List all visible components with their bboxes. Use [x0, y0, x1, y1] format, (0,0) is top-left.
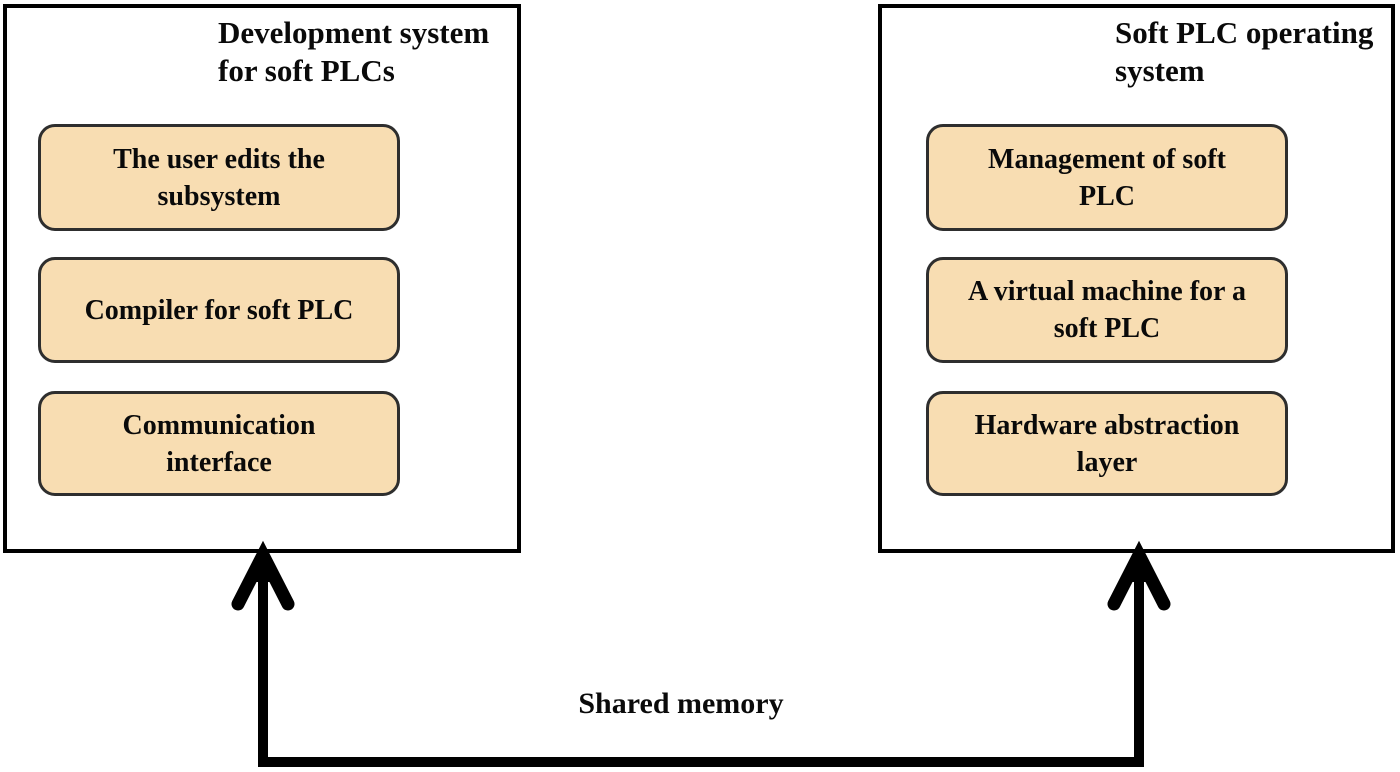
- node-compiler-for-soft-plc: Compiler for soft PLC: [38, 257, 400, 363]
- panel-title-line: Soft PLC operating: [1115, 15, 1374, 50]
- development-system-panel-title: Development system for soft PLCs: [218, 14, 489, 90]
- panel-title-line: system: [1115, 53, 1205, 88]
- node-label-line: Management of soft: [988, 143, 1226, 175]
- node-label-line: Compiler for soft PLC: [84, 294, 354, 326]
- node-label-line: A virtual machine for a: [968, 276, 1246, 307]
- node-management-of-soft-plc: Management of soft PLC: [926, 124, 1288, 231]
- node-label-line: soft PLC: [1053, 313, 1161, 344]
- connector-line: [258, 560, 1144, 767]
- node-label-line: The user edits the: [113, 143, 325, 175]
- node-label-line: PLC: [1079, 180, 1135, 212]
- arrow-up-icon: [1107, 540, 1171, 611]
- panel-title-line: for soft PLCs: [218, 53, 395, 88]
- node-user-edits-subsystem: The user edits the subsystem: [38, 124, 400, 231]
- node-label-line: Hardware abstraction: [974, 409, 1240, 441]
- arrow-up-icon: [231, 540, 295, 611]
- node-hardware-abstraction-layer: Hardware abstraction layer: [926, 391, 1288, 496]
- shared-memory-label: Shared memory: [578, 687, 784, 720]
- node-label-line: layer: [1076, 446, 1138, 478]
- node-label-line: subsystem: [157, 180, 281, 212]
- node-label-line: interface: [166, 446, 272, 478]
- node-virtual-machine-soft-plc: A virtual machine for a soft PLC: [926, 257, 1288, 363]
- node-communication-interface: Communication interface: [38, 391, 400, 496]
- development-system-panel: Development system for soft PLCs The use…: [3, 4, 521, 553]
- soft-plc-os-panel: Soft PLC operating system Management of …: [878, 4, 1395, 553]
- soft-plc-os-panel-title: Soft PLC operating system: [1115, 14, 1373, 90]
- panel-title-line: Development system: [218, 15, 490, 50]
- node-label-line: Communication: [122, 409, 316, 441]
